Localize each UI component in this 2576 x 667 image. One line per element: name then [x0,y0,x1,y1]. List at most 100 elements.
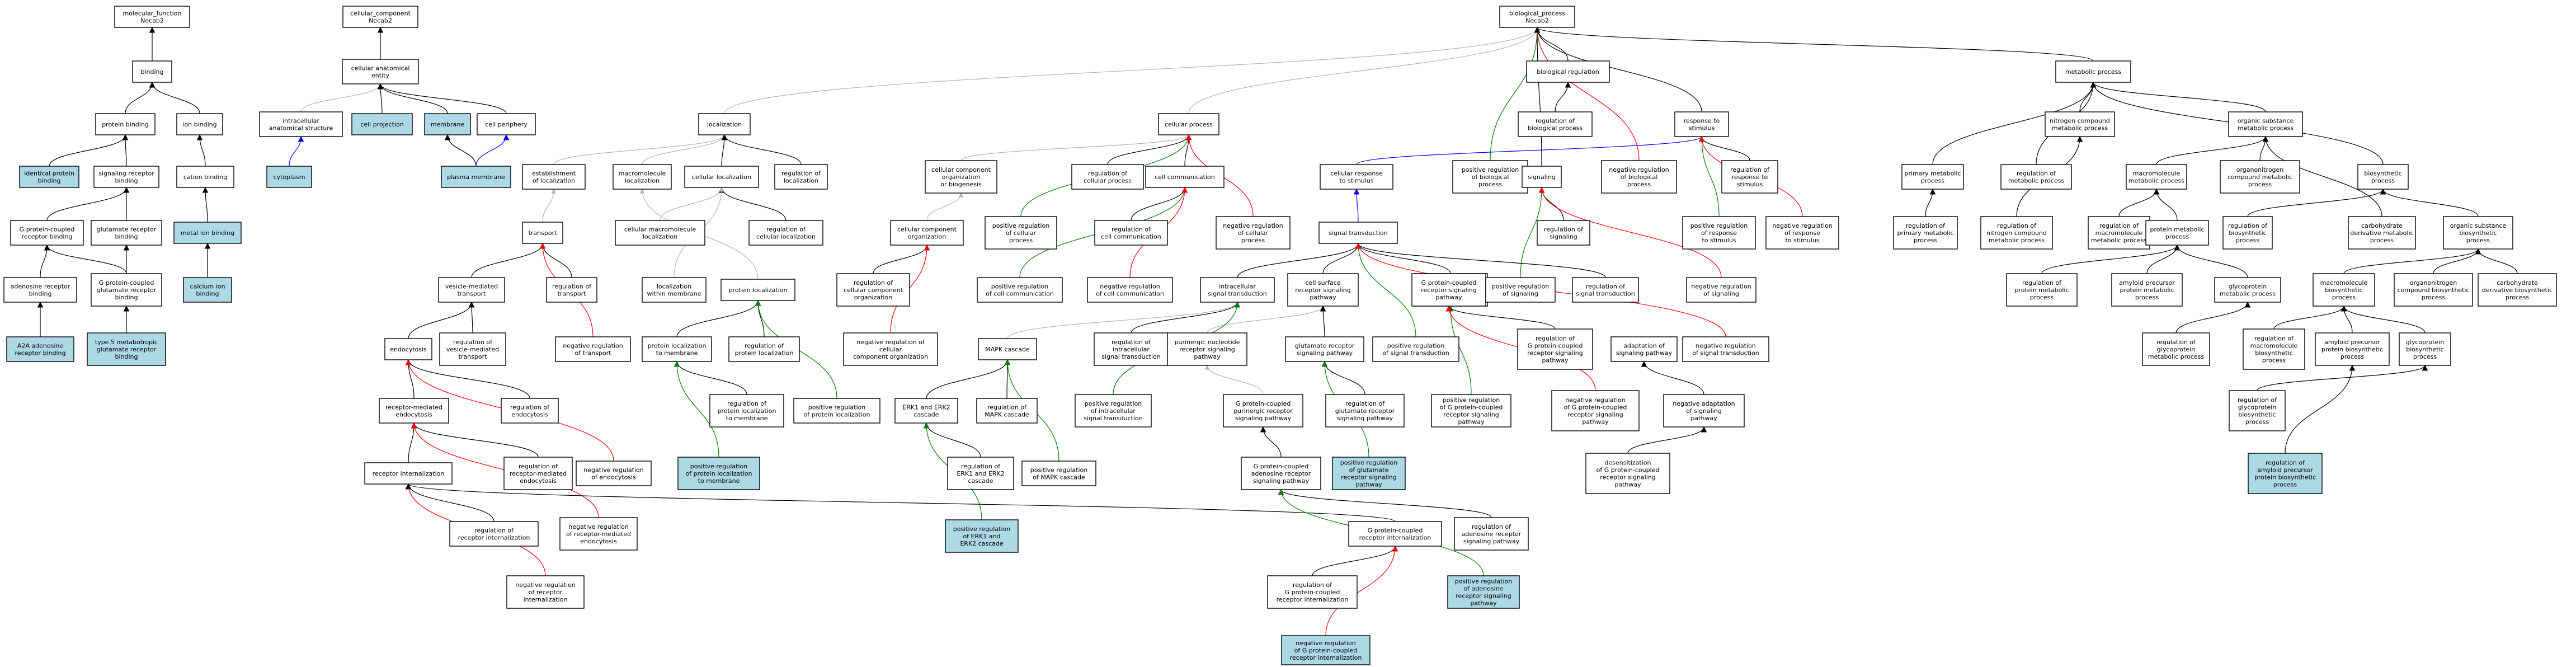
go-term-node-protein-binding[interactable]: protein binding [95,113,156,135]
go-term-node-transport[interactable]: transport [522,222,563,244]
go-term-node-reg-macromolecule-biosynthetic[interactable]: regulation ofmacromoleculebiosyntheticpr… [2243,328,2305,370]
go-term-node-membrane[interactable]: membrane [424,113,471,135]
go-term-node-cell-projection[interactable]: cell projection [351,113,413,135]
go-term-node-bio-regulation[interactable]: biological regulation [1526,60,1610,83]
go-term-node-cellular-process[interactable]: cellular process [1158,113,1219,135]
go-term-node-ion-binding[interactable]: ion binding [176,113,223,135]
go-term-node-cytoplasm[interactable]: cytoplasm [266,166,312,188]
go-term-node-protein-loc[interactable]: protein localization [720,279,795,301]
go-term-node-reg-rme[interactable]: regulation ofreceptor-mediatedendocytosi… [503,457,573,490]
go-term-node-endocytosis[interactable]: endocytosis [384,338,432,360]
go-term-node-metabolic-process[interactable]: metabolic process [2055,60,2131,83]
go-term-node-signaling[interactable]: signaling [1522,166,1562,188]
go-term-node-localization[interactable]: localization [698,113,751,135]
go-term-node-reg-glycoprotein-biosynthetic[interactable]: regulation ofglycoproteinbiosyntheticpro… [2229,390,2286,431]
go-term-node-signal-transduction[interactable]: signal transduction [1318,222,1398,244]
go-term-node-cation-binding[interactable]: cation binding [176,166,234,188]
go-term-node-cell-periphery[interactable]: cell periphery [477,113,536,135]
go-term-node-cellular-loc[interactable]: cellular localization [684,166,759,188]
